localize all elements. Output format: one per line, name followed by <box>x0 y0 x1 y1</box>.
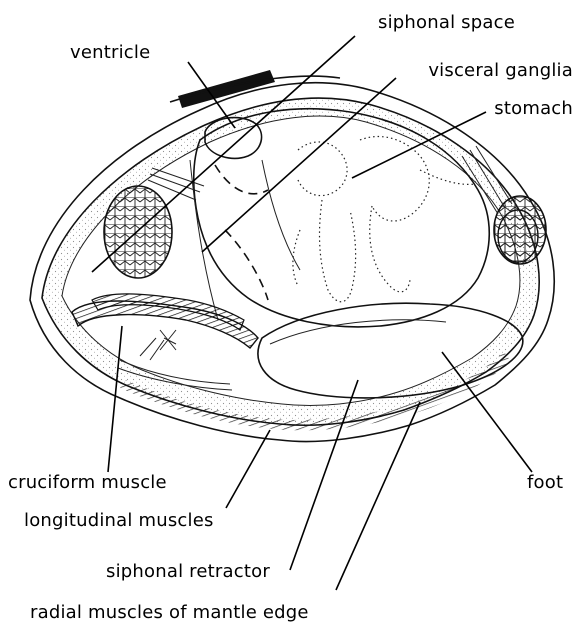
siphonal-retractor-label: siphonal retractor <box>106 561 270 582</box>
siphon-muscles <box>72 294 258 390</box>
ventricle-label: ventricle <box>70 42 150 63</box>
siphonal-space-label: siphonal space <box>378 12 515 33</box>
longitudinal-muscles-label: longitudinal muscles <box>24 510 214 531</box>
cruciform-muscle-label: cruciform muscle <box>8 472 167 493</box>
visceral-ganglia-label: visceral ganglia <box>428 60 573 81</box>
foot-label: foot <box>527 472 563 493</box>
stomach-label: stomach <box>494 98 573 119</box>
radial-muscles-label: radial muscles of mantle edge <box>30 602 309 623</box>
